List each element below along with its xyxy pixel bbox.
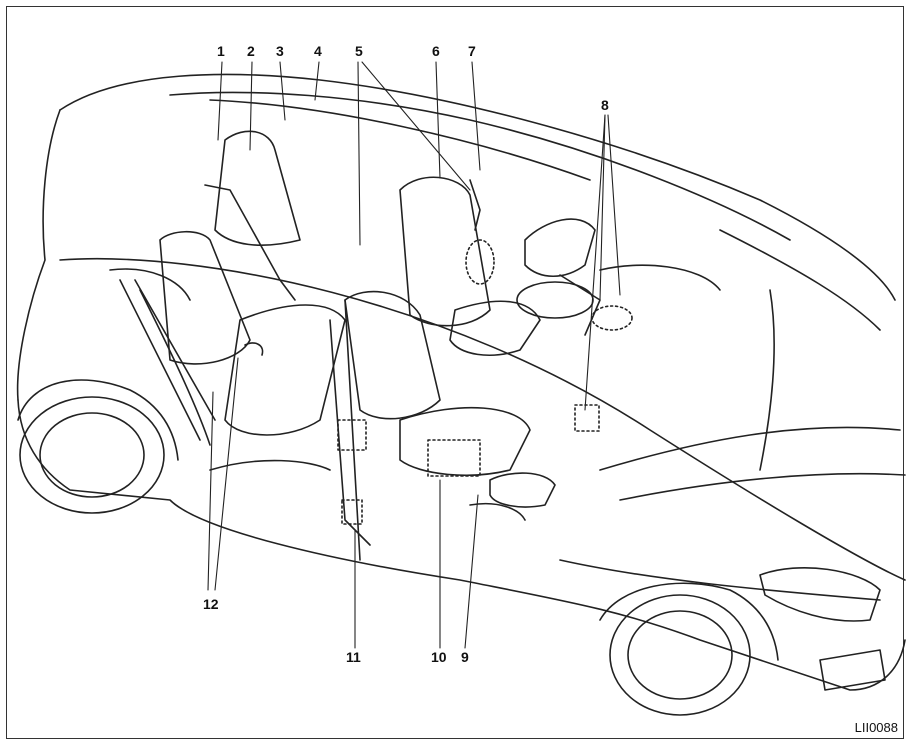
callout-8: 8 xyxy=(601,97,609,113)
callout-7: 7 xyxy=(468,43,476,59)
headlight xyxy=(759,566,886,691)
callout-3: 3 xyxy=(276,43,284,59)
front-wheel xyxy=(599,582,779,716)
figure-frame xyxy=(6,6,904,739)
callout-10: 10 xyxy=(431,649,447,665)
callout-2: 2 xyxy=(247,43,255,59)
front-seat-right xyxy=(399,176,596,356)
leader-lines xyxy=(207,61,621,649)
callout-9: 9 xyxy=(461,649,469,665)
callout-11: 11 xyxy=(346,649,361,665)
rear-seat xyxy=(109,130,346,471)
callout-6: 6 xyxy=(432,43,440,59)
callout-4: 4 xyxy=(314,43,322,59)
door-panels xyxy=(119,279,600,561)
seat-belts xyxy=(139,179,481,446)
rear-wheel xyxy=(17,379,179,514)
callout-12: 12 xyxy=(203,596,219,612)
figure-code: LII0088 xyxy=(854,720,898,735)
car-body xyxy=(16,73,906,691)
callout-1: 1 xyxy=(217,43,225,59)
callout-5: 5 xyxy=(355,43,363,59)
